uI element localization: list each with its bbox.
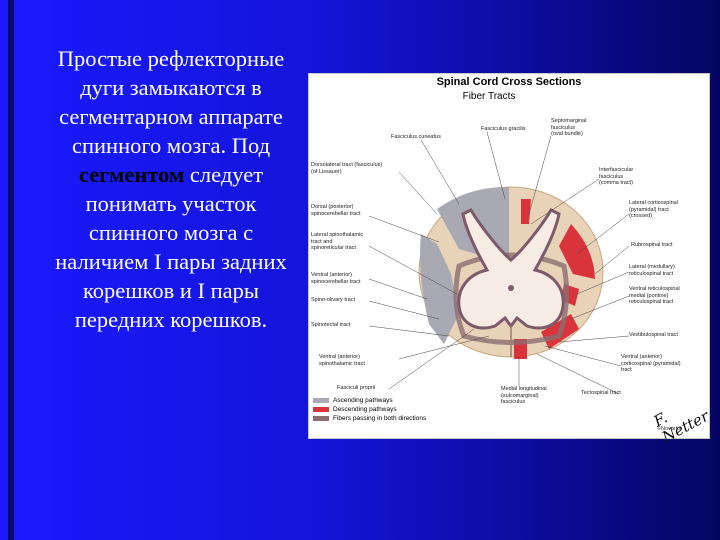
label-ventral-spinocerebellar: Ventral (anterior) spinocerebellar tract: [311, 272, 361, 285]
legend-row-descending: Descending pathways: [313, 405, 426, 414]
legend-label-both: Fibers passing in both directions: [333, 415, 427, 422]
figure-title: Spinal Cord Cross Sections: [436, 76, 582, 88]
label-lateral-corticospinal: Lateral corticospinal (pyramidal) tract …: [629, 200, 678, 219]
label-lateral-reticulospinal: Lateral (medullary) reticulospinal tract: [629, 264, 675, 277]
legend-row-ascending: Ascending pathways: [313, 396, 426, 405]
label-dorsal-spinocerebellar: Dorsal (posterior) spinocerebellar tract: [311, 204, 361, 217]
legend-swatch-descending: [313, 407, 329, 412]
label-vestibulospinal: Vestibulospinal tract: [629, 332, 678, 338]
legend-swatch-both: [313, 416, 329, 421]
label-ventral-corticospinal: Ventral (anterior) corticospinal (pyrami…: [621, 354, 681, 373]
descending-lateral-corticospinal: [559, 224, 595, 279]
label-spino-olivary: Spino-olivary tract: [311, 297, 356, 303]
figure-subtitle: Fiber Tracts: [462, 91, 516, 102]
slide-text-before: Простые рефлекторные дуги замыкаются в с…: [57, 46, 285, 158]
label-interfascicular: Interfascicular fasciculus (comma tract): [599, 167, 634, 186]
legend-label-ascending: Ascending pathways: [333, 397, 393, 404]
label-fasciculi-proprii: Fasciculi proprii: [337, 385, 376, 391]
legend-label-descending: Descending pathways: [333, 406, 397, 413]
label-ventral-reticulospinal: Ventral reticulospinal medial (pontine) …: [629, 286, 680, 305]
label-lateral-spinothalamic: Lateral spinothalamic tract and spinoret…: [311, 232, 363, 251]
label-fasciculus-gracilis: Fasciculus gracilis: [481, 126, 526, 132]
label-medial-longitudinal: Medial longitudinal (sulcomarginal) fasc…: [501, 386, 547, 405]
slide-text: Простые рефлекторные дуги замыкаются в с…: [40, 44, 302, 334]
descending-small-1: [521, 199, 531, 224]
label-spinotectal: Spinotectal tract: [311, 322, 351, 328]
label-septomarginal: Septomarginal fasciculus (oval bundle): [551, 118, 587, 137]
netter-credit: ©Novartis: [657, 426, 682, 432]
leader-lines: [368, 131, 630, 395]
label-dorsolateral: Dorsolateral tract (fasciculus) (of Liss…: [311, 162, 383, 175]
spinal-cord-figure: Spinal Cord Cross Sections Fiber Tracts …: [308, 73, 712, 446]
central-canal: [508, 285, 514, 291]
slide-left-rule: [8, 0, 14, 540]
legend-row-both: Fibers passing in both directions: [313, 414, 426, 423]
label-rubrospinal: Rubrospinal tract: [631, 242, 673, 248]
label-fasciculus-cuneatus: Fasciculus cuneatus: [391, 134, 441, 140]
label-ventral-spinothalamic: Ventral (anterior) spinothalamic tract: [319, 354, 365, 367]
slide-text-after: следует понимать участок спинного мозга …: [55, 162, 287, 332]
cord-illustration: [368, 131, 630, 395]
legend-swatch-ascending: [313, 398, 329, 403]
slide-text-highlight: сегментом: [78, 162, 185, 187]
label-tectospinal: Tectospinal tract: [581, 390, 621, 396]
figure-legend: Ascending pathways Descending pathways F…: [313, 396, 426, 423]
